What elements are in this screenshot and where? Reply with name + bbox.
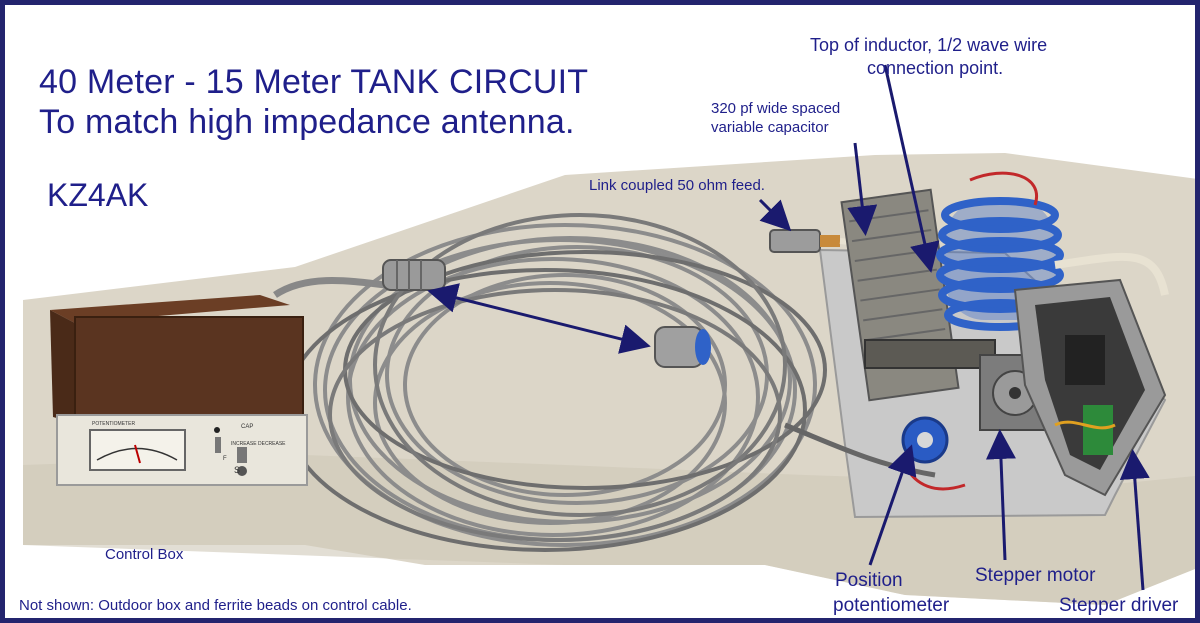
increase-label: INCREASE	[231, 441, 257, 447]
capacitor-label-1: 320 pf wide spaced	[711, 100, 841, 117]
control-box-label: Control Box	[105, 546, 184, 563]
meter-label: POTENTIOMETER	[92, 421, 135, 427]
not-shown-note: Not shown: Outdoor box and ferrite beads…	[19, 597, 412, 614]
stepper-driver-box	[1013, 278, 1167, 497]
cable-connector-left	[382, 259, 446, 291]
f-label: F	[223, 456, 227, 462]
control-box	[50, 295, 308, 486]
link-feed-label: Link coupled 50 ohm feed.	[589, 177, 765, 194]
cap-label: CAP	[241, 424, 253, 430]
capacitor-label-2: variable capacitor	[711, 119, 829, 136]
annotation-arrows	[427, 64, 1150, 591]
cable-connector-right	[654, 326, 711, 368]
inductor-top-label-2: connection point.	[867, 58, 1004, 78]
photo-scene: POTENTIOMETER CAP INCREASE DECREASE F S	[23, 64, 1195, 605]
stepper-driver-label: Stepper driver	[1059, 595, 1179, 616]
title-line-1: 40 Meter - 15 Meter TANK CIRCUIT	[39, 63, 589, 101]
title-line-2: To match high impedance antenna.	[39, 103, 575, 141]
position-pot-label-1: Position	[835, 570, 903, 591]
stepper-motor-label: Stepper motor	[975, 565, 1096, 586]
control-cable-coil	[283, 213, 827, 552]
s-label: S	[234, 465, 240, 475]
inductor-top-label-1: Top of inductor, 1/2 wave wire	[810, 35, 1048, 55]
decrease-label: DECREASE	[258, 441, 286, 447]
position-pot-label-2: potentiometer	[833, 595, 950, 616]
box-cable-lead	[273, 277, 386, 298]
callsign: KZ4AK	[47, 177, 149, 213]
